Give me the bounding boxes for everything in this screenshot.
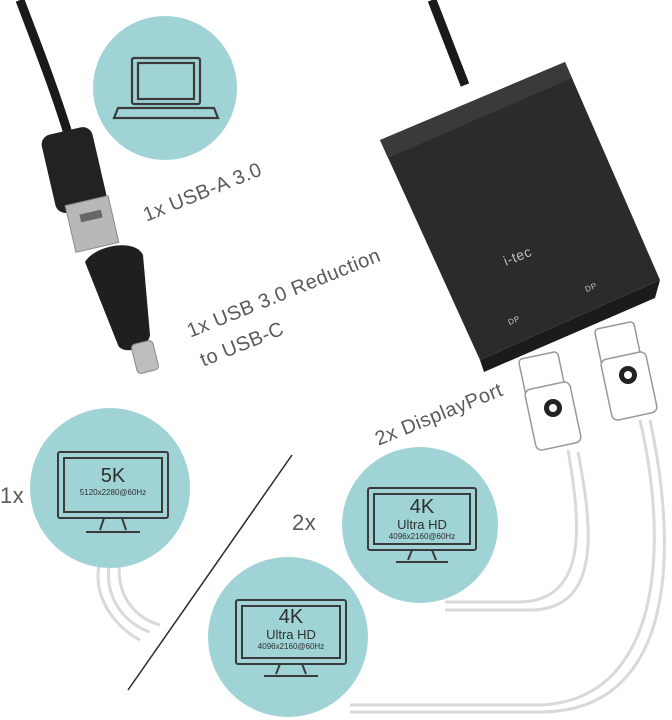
dual-bottom-monitor-subtitle: Ultra HD xyxy=(266,627,316,642)
laptop-circle xyxy=(93,16,237,160)
single-monitor-title: 5K xyxy=(100,465,126,487)
usb-a-plug xyxy=(41,127,120,253)
usb-c-reduction xyxy=(85,245,159,374)
single-count-label: 1x xyxy=(0,483,25,508)
dual-count-label: 2x xyxy=(292,510,317,535)
usb-cable xyxy=(15,0,75,142)
i-tec-adapter xyxy=(380,62,660,372)
laptop-icon xyxy=(112,56,220,120)
monitor-icon xyxy=(235,599,347,677)
dual-monitor-circle-top xyxy=(342,447,498,603)
dual-bottom-monitor-resolution: 4096x2160@60Hz xyxy=(257,642,325,651)
dual-top-monitor-text: 4K Ultra HD 4096x2160@60Hz xyxy=(374,497,470,541)
single-monitor-resolution: 5120x2280@60Hz xyxy=(79,488,147,497)
displayport-logo-icon xyxy=(544,366,637,417)
monitor-icon xyxy=(367,487,477,563)
device-cable xyxy=(427,0,470,87)
single-monitor-text: 5K 5120x2280@60Hz xyxy=(64,466,162,497)
displayport-plug-right xyxy=(594,321,658,421)
dual-top-monitor-title: 4K xyxy=(409,496,435,518)
dual-bottom-monitor-title: 4K xyxy=(278,606,304,628)
dual-top-monitor-subtitle: Ultra HD xyxy=(397,517,447,532)
displayport-cables xyxy=(96,419,666,714)
dual-bottom-monitor-text: 4K Ultra HD 4096x2160@60Hz xyxy=(242,607,340,651)
dual-monitor-circle-bottom xyxy=(208,557,368,717)
monitor-icon xyxy=(57,451,169,533)
divider xyxy=(127,454,293,691)
dual-top-monitor-resolution: 4096x2160@60Hz xyxy=(388,532,456,541)
single-monitor-circle xyxy=(30,408,190,568)
